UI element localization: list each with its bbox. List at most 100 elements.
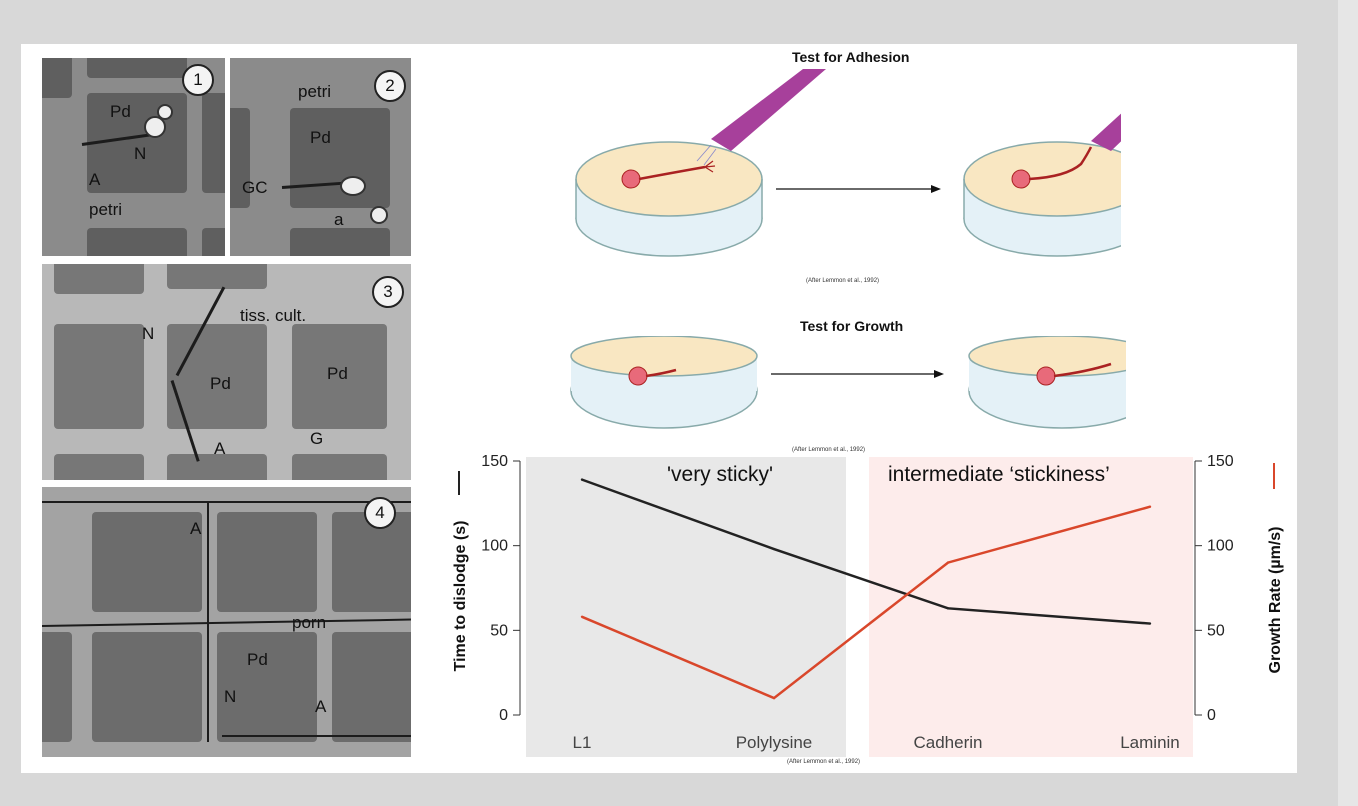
stickiness-chart: 'very sticky'intermediate ‘stickiness’05… [452,453,1284,757]
petri-dish-right [963,141,1121,257]
x-tick-label: Cadherin [914,733,983,752]
label-n: N [142,324,155,343]
neuron-right [1011,146,1093,189]
grid-square [217,632,317,742]
micrograph-panel-4: A porn Pd N A 4 [42,487,411,757]
label-n: N [134,144,147,163]
growth-citation: (After Lemmon et al., 1992) [792,447,866,453]
grid-square [54,324,144,429]
neuron-left [621,160,716,189]
label-a: a [334,210,344,229]
neuron-left [628,366,677,386]
axon [42,501,411,503]
grid-square [167,264,267,289]
label-pd: Pd [247,650,268,669]
panel-number-4: 4 [364,497,396,529]
data-point [946,607,950,610]
grid-square [92,512,202,612]
adhesion-citation: (After Lemmon et al., 1992) [806,278,880,284]
label-gc: GC [242,178,268,197]
panel-number-2: 2 [374,70,406,102]
pipette-right [1091,113,1121,151]
label-pd: Pd [310,128,331,147]
micrograph-panel-2: petri Pd GC a 2 [230,58,411,256]
y-tick-label-right: 50 [1207,622,1225,639]
grid-square [167,454,267,480]
micrograph-panel-3: tiss. cult. N Pd Pd A G 3 [42,264,411,480]
data-point [946,561,950,564]
label-pd: Pd [110,102,131,121]
grid-square [54,264,144,294]
label-a: A [190,519,202,538]
y-axis-label-left: Time to dislodge (s) [452,521,469,672]
x-tick-label: Laminin [1120,733,1180,752]
label-n: N [224,687,237,706]
axon [222,735,411,737]
growth-title: Test for Growth [800,318,904,334]
window-edge [1338,0,1358,806]
chart-citation: (After Lemmon et al., 1992) [787,759,861,765]
y-tick-label-right: 100 [1207,538,1234,555]
grid-square [202,228,225,256]
label-a: A [315,697,327,716]
grid-square [87,58,187,78]
data-point [580,478,584,481]
y-tick-label-left: 50 [490,622,508,639]
grid-square [230,108,250,208]
grid-square [332,632,411,742]
label-a: A [214,439,226,458]
y-tick-label-right: 150 [1207,453,1234,470]
grid-square [42,58,72,98]
grid-square [290,228,390,256]
label-petri: petri [298,82,332,101]
axon [42,618,411,627]
neuron-cell [144,116,166,138]
grid-square [92,632,202,742]
grid-square [87,228,187,256]
x-tick-label: L1 [573,733,592,752]
label-tiss-cult: tiss. cult. [240,306,307,325]
data-point [1148,622,1152,625]
label-a: A [89,170,101,189]
growth-diagram [570,336,1126,429]
label-porn: porn [292,613,327,632]
arrow [776,185,941,193]
data-point [1148,505,1152,508]
region-band [869,457,1193,757]
pipette-left [696,69,826,166]
series-line [581,505,1151,700]
neuron-cell [340,176,366,196]
grid-square [217,512,317,612]
y-tick-label-left: 150 [481,453,508,470]
petri-dish-left [575,141,763,257]
panel-number-1: 1 [182,64,214,96]
data-point [772,547,776,551]
y-tick-label-left: 100 [481,538,508,555]
grid-square [332,512,411,612]
adhesion-diagram [575,69,1121,257]
grid-square [292,324,387,429]
grid-square [290,108,390,208]
region-label: 'very sticky' [667,463,773,486]
label-petri: petri [89,200,123,219]
neuron-cell [370,206,388,224]
label-pd: Pd [210,374,231,393]
arrow [771,370,944,378]
grid-square [54,454,144,480]
data-point [772,696,776,700]
y-axis-label-right: Growth Rate (µm/s) [1267,526,1284,673]
y-tick-label-left: 0 [499,707,508,724]
grid-square [42,632,72,742]
grid-square [202,93,225,193]
x-tick-label: Polylysine [736,733,813,752]
data-point [580,615,584,618]
grid-square [292,454,387,480]
y-tick-label-right: 0 [1207,707,1216,724]
label-pd: Pd [327,364,348,383]
panel-number-3: 3 [372,276,404,308]
series-line [581,478,1151,625]
micrograph-panel-1: Pd N A petri 1 [42,58,225,256]
petri-dish-left [570,336,758,429]
slide: Pd N A petri 1 petri Pd GC a 2 tiss. cul… [21,44,1297,773]
label-g: G [310,429,324,448]
